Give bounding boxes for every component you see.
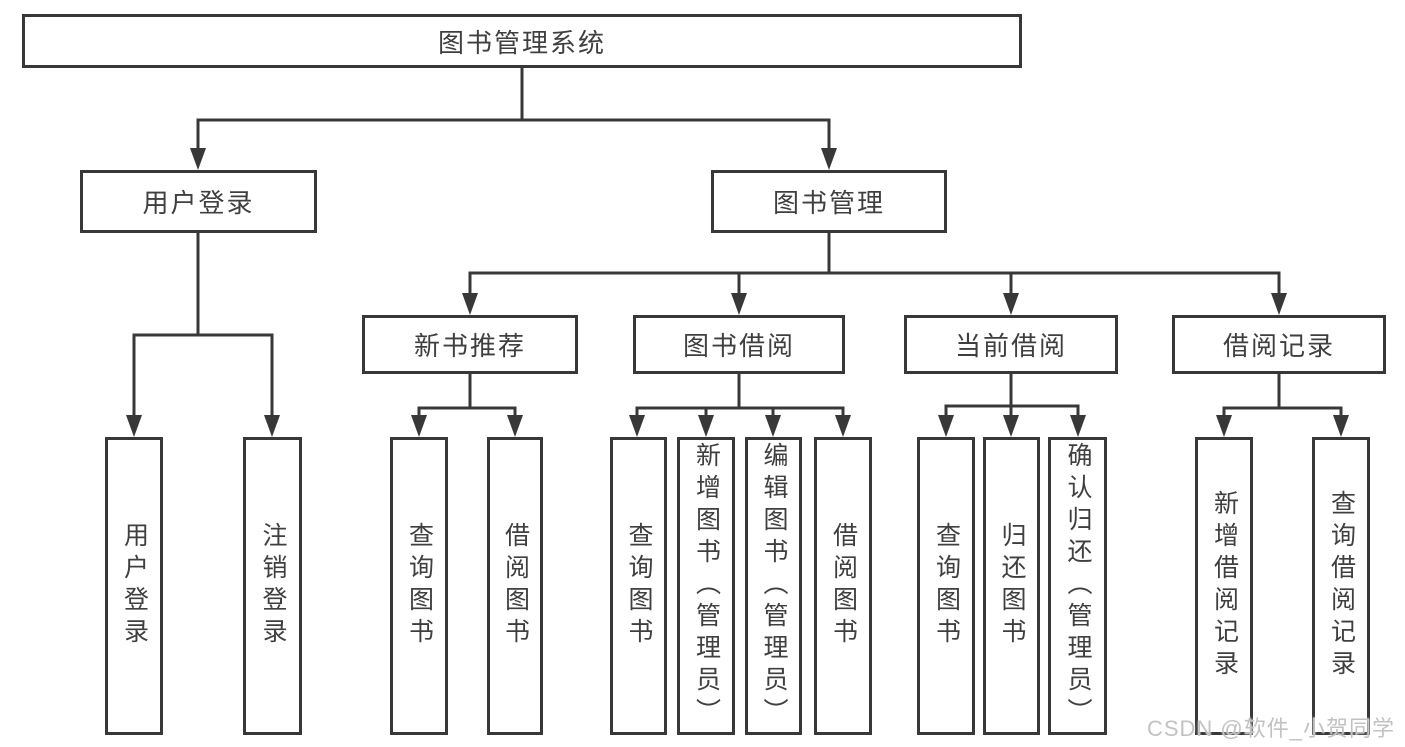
- node-current-borrow: 当前借阅: [904, 315, 1118, 374]
- node-user-login: 用户登录: [80, 170, 317, 233]
- node-book-borrow: 图书借阅: [633, 315, 845, 374]
- csdn-watermark: CSDN @软件_小贺同学: [1146, 716, 1395, 741]
- node-borrow-records: 借阅记录: [1172, 315, 1386, 374]
- leaf-confirm-return-admin: 确认归还（管理员）: [1048, 437, 1107, 735]
- leaf-add-borrow-record: 新增借阅记录: [1195, 437, 1253, 735]
- node-new-book-recommend: 新书推荐: [362, 315, 578, 374]
- node-book-management: 图书管理: [711, 170, 947, 233]
- node-library-system: 图书管理系统: [22, 14, 1022, 68]
- leaf-add-books-admin: 新增图书（管理员）: [677, 437, 735, 735]
- leaf-borrow-books-borrow: 借阅图书: [814, 437, 872, 735]
- leaf-query-borrow-record: 查询借阅记录: [1312, 437, 1370, 735]
- leaf-return-books: 归还图书: [983, 437, 1040, 735]
- leaf-user-login: 用户登录: [105, 437, 163, 735]
- leaf-edit-books-admin: 编辑图书（管理员）: [745, 437, 802, 735]
- leaf-query-books-borrow: 查询图书: [610, 437, 667, 735]
- leaf-logout: 注销登录: [243, 437, 302, 735]
- arrowheads: [126, 148, 1349, 437]
- leaf-borrow-books-newbooks: 借阅图书: [487, 437, 543, 735]
- leaf-query-books-current: 查询图书: [917, 437, 975, 735]
- leaf-query-books-newbooks: 查询图书: [390, 437, 448, 735]
